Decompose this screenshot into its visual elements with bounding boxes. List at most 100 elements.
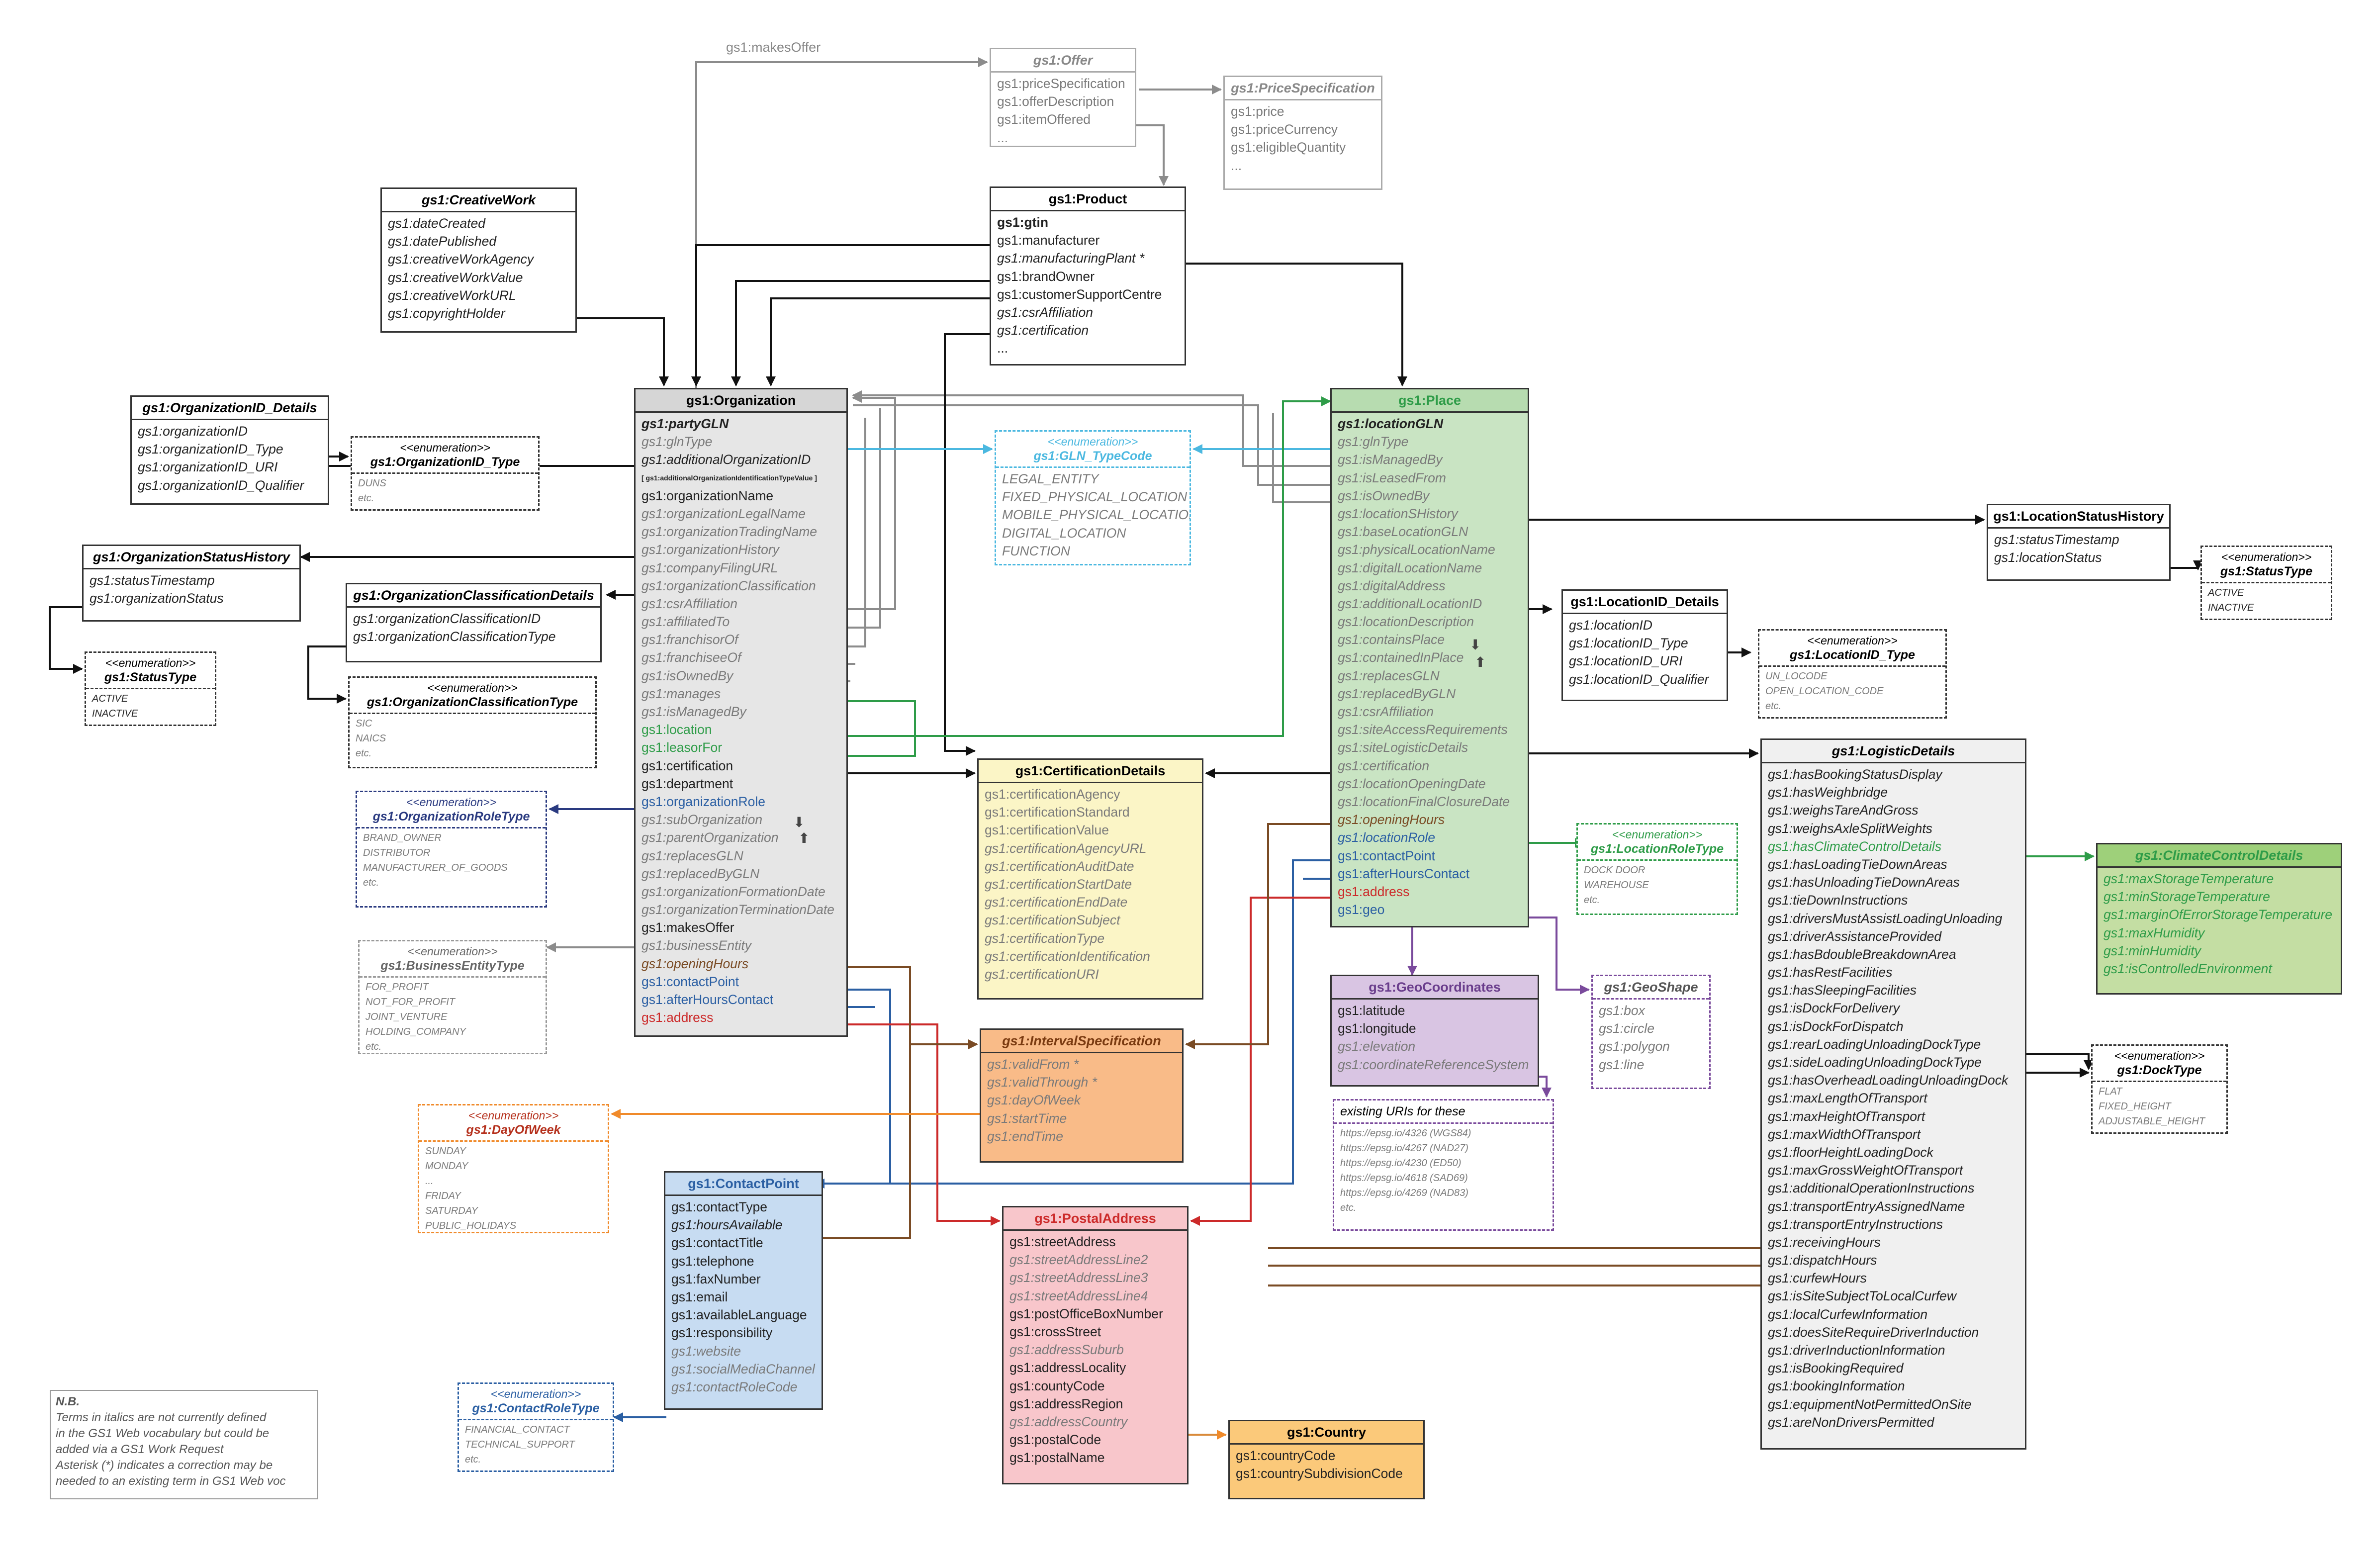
day-of-week-title: gs1:DayOfWeek <box>419 1122 608 1142</box>
contact-role-type-enum: <<enumeration>> gs1:ContactRoleType FINA… <box>458 1382 614 1472</box>
list-item: gs1:dateCreated <box>388 216 485 231</box>
list-item: gs1:equipmentNotPermittedOnSite <box>1768 1396 1972 1412</box>
list-item: gs1:validFrom * <box>987 1057 1079 1072</box>
list-item: FIXED_HEIGHT <box>2099 1101 2171 1112</box>
list-item: ... <box>425 1176 434 1187</box>
list-item: HOLDING_COMPANY <box>366 1026 466 1037</box>
list-item: gs1:containsPlace <box>1338 632 1445 647</box>
organization-classification-details-class-title: gs1:OrganizationClassificationDetails <box>347 584 600 608</box>
list-item: gs1:locationStatus <box>1994 550 2102 565</box>
organization-id-type-enum: <<enumeration>> gs1:OrganizationID_Type … <box>351 436 540 511</box>
list-item: https://epsg.io/4230 (ED50) <box>1340 1158 1462 1169</box>
list-item: gs1:locationID_Qualifier <box>1569 671 1709 687</box>
list-item: gs1:contactPoint <box>641 974 739 989</box>
list-item: gs1:certificationIdentification <box>985 948 1150 964</box>
list-item: gs1:digitalAddress <box>1338 578 1446 593</box>
list-item: gs1:countyCode <box>1009 1378 1105 1393</box>
list-item: gs1:geo <box>1338 902 1385 918</box>
list-item: gs1:addressSuburb <box>1009 1342 1124 1358</box>
list-item: DOCK DOOR <box>1584 865 1646 876</box>
list-item: ACTIVE <box>92 693 128 704</box>
list-item: gs1:dispatchHours <box>1768 1253 1877 1268</box>
list-item: gs1:weighsAxleSplitWeights <box>1768 821 1932 836</box>
location-role-type-stereotype: <<enumeration>> <box>1612 828 1703 841</box>
list-item: gs1:curfewHours <box>1768 1271 1867 1286</box>
postal-address-class-title: gs1:PostalAddress <box>1004 1207 1187 1231</box>
list-item: gs1:localCurfewInformation <box>1768 1306 1928 1322</box>
gln-type-code-title: gs1:GLN_TypeCode <box>996 449 1190 468</box>
list-item: https://epsg.io/4267 (NAD27) <box>1340 1143 1468 1154</box>
list-item: gs1:organizationID_URI <box>138 459 278 475</box>
list-item: gs1:organizationFormationDate <box>641 884 825 899</box>
list-item: gs1:marginOfErrorStorageTemperature <box>2104 907 2333 922</box>
list-item: gs1:maxStorageTemperature <box>2104 871 2274 886</box>
parent-organization-up-icon: ⬆ <box>798 830 810 846</box>
interval-specification-class: gs1:IntervalSpecification gs1:validFrom … <box>980 1028 1184 1163</box>
list-item: gs1:csrAffiliation <box>1338 704 1434 719</box>
location-id-type-stereotype: <<enumeration>> <box>1807 634 1898 647</box>
list-item: gs1:afterHoursContact <box>1338 866 1470 881</box>
list-item: gs1:affiliatedTo <box>641 614 730 630</box>
status-type-left-stereotype: <<enumeration>> <box>105 656 196 669</box>
list-item: gs1:statusTimestamp <box>1994 532 2119 547</box>
nb-note: N.B. Terms in italics are not currently … <box>50 1390 318 1499</box>
list-item: gs1:latitude <box>1338 1003 1405 1018</box>
nb-note-title: N.B. <box>56 1395 80 1408</box>
list-item: gs1:containedInPlace <box>1338 650 1464 665</box>
list-item: gs1:minStorageTemperature <box>2104 889 2270 905</box>
list-item: FINANCIAL_CONTACT <box>465 1424 570 1435</box>
list-item: gs1:brandOwner <box>997 269 1095 284</box>
list-item: gs1:certificationAgency <box>985 787 1120 802</box>
list-item: gs1:weighsTareAndGross <box>1768 803 1919 818</box>
list-item: gs1:locationDescription <box>1338 614 1474 630</box>
list-item: gs1:isManagedBy <box>641 704 746 719</box>
list-item: gs1:certificationValue <box>985 823 1109 838</box>
location-role-type-title: gs1:LocationRoleType <box>1578 841 1737 861</box>
list-item: ... <box>997 341 1008 356</box>
list-item: gs1:certificationSubject <box>985 913 1120 928</box>
list-item: gs1:organizationRole <box>641 794 765 809</box>
list-item: NOT_FOR_PROFIT <box>366 997 456 1008</box>
list-item: gs1:locationOpeningDate <box>1338 776 1486 791</box>
gln-type-code-enum: <<enumeration>> gs1:GLN_TypeCode LEGAL_E… <box>995 430 1191 565</box>
list-item: gs1:creativeWorkValue <box>388 270 523 285</box>
list-item: SUNDAY <box>425 1146 466 1157</box>
list-item: gs1:streetAddressLine3 <box>1009 1270 1148 1285</box>
list-item: gs1:startTime <box>987 1110 1067 1126</box>
list-item: Asterisk (*) indicates a correction may … <box>56 1459 273 1472</box>
list-item: gs1:isDockForDispatch <box>1768 1018 1904 1034</box>
organization-id-type-stereotype: <<enumeration>> <box>400 441 490 454</box>
list-item: gs1:streetAddressLine2 <box>1009 1252 1148 1268</box>
list-item: gs1:sideLoadingUnloadingDockType <box>1768 1055 1982 1070</box>
location-role-type-enum: <<enumeration>> gs1:LocationRoleType DOC… <box>1576 823 1738 915</box>
list-item: gs1:hoursAvailable <box>671 1217 783 1233</box>
list-item: etc. <box>1765 701 1782 712</box>
list-item: SIC <box>356 718 372 729</box>
list-item: gs1:organizationLegalName <box>641 506 806 521</box>
list-item: gs1:hasBdoubleBreakdownArea <box>1768 946 1956 962</box>
list-item: gs1:manages <box>641 686 721 701</box>
list-item: gs1:organizationID_Type <box>138 442 283 457</box>
list-item: gs1:itemOffered <box>997 112 1091 127</box>
list-item: needed to an existing term in GS1 Web vo… <box>56 1474 286 1488</box>
creative-work-class-title: gs1:CreativeWork <box>382 189 575 212</box>
list-item: gs1:openingHours <box>641 956 749 971</box>
list-item: gs1:siteLogisticDetails <box>1338 740 1468 755</box>
list-item: gs1:endTime <box>987 1128 1063 1144</box>
list-item: gs1:hasOverheadLoadingUnloadingDock <box>1768 1073 2009 1088</box>
list-item: WAREHOUSE <box>1584 880 1649 891</box>
list-item: gs1:price <box>1231 104 1284 119</box>
